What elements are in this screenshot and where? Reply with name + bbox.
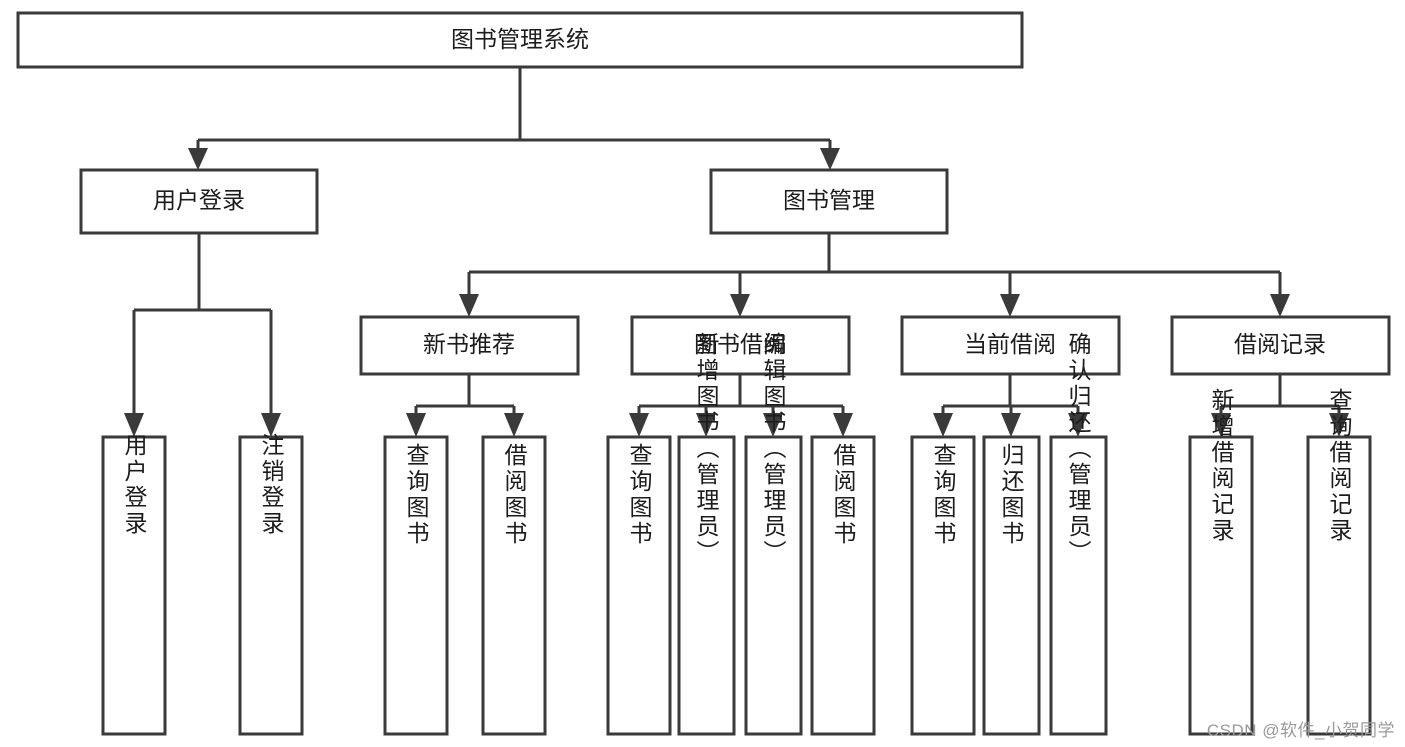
arrowhead-borrow-query-book [629, 413, 649, 437]
leaf-confirm-return-admin[interactable]: 确认归还（管理员） [1049, 332, 1108, 736]
node-book-borrow-box[interactable] [630, 315, 851, 376]
leaf-add-book-admin[interactable]: 新增图书（管理员） [677, 332, 736, 736]
node-book-management-box[interactable] [709, 168, 949, 235]
node-borrow-record[interactable]: 借阅记录 [1170, 315, 1391, 376]
node-new-book-recommend-label: 新书推荐 [423, 331, 515, 357]
node-root-label: 图书管理系统 [451, 26, 589, 52]
leaf-rec-borrow-book-label: 借阅图书 [501, 443, 528, 547]
node-user-login-box[interactable] [79, 168, 319, 235]
node-borrow-record-box[interactable] [1170, 315, 1391, 376]
node-root-system[interactable]: 图书管理系统 [16, 11, 1024, 69]
node-user-login-label: 用户登录 [153, 187, 245, 213]
arrowhead-book-manage [820, 148, 840, 170]
leaf-borrow-book-label: 借阅图书 [830, 443, 857, 547]
node-new-book-recommend[interactable]: 新书推荐 [359, 315, 580, 376]
leaf-borrow-book-box[interactable] [810, 435, 876, 736]
arrowhead-rec-query-book [406, 413, 426, 437]
arrowhead-current-confirm-return [1068, 413, 1088, 437]
leaf-borrow-query-book[interactable]: 查询图书 [606, 435, 672, 736]
leaf-add-book-admin-box[interactable] [677, 435, 736, 736]
arrowhead-book-borrow [730, 294, 750, 317]
connector-layer [124, 67, 1349, 437]
node-current-borrow-label: 当前借阅 [964, 331, 1056, 357]
leaf-rec-borrow-book-box[interactable] [481, 435, 547, 736]
leaf-user-login[interactable]: 用户登录 [101, 433, 167, 736]
leaf-add-borrow-record-label: 新增借阅记录 [1208, 388, 1235, 544]
leaf-rec-query-book[interactable]: 查询图书 [383, 435, 449, 736]
leaf-current-query-book[interactable]: 查询图书 [910, 435, 976, 736]
leaf-edit-book-admin-label: 编辑图书（管理员） [760, 332, 787, 566]
leaf-edit-book-admin-box[interactable] [744, 435, 803, 736]
node-current-borrow[interactable]: 当前借阅 [900, 315, 1121, 376]
leaf-return-book-label: 归还图书 [998, 443, 1025, 547]
leaf-current-query-book-box[interactable] [910, 435, 976, 736]
arrowhead-record-add [1211, 413, 1231, 437]
arrowhead-borrow-borrow-book [833, 413, 853, 437]
arrowhead-new-book-rec [459, 294, 479, 317]
arrowhead-current-query-book [933, 413, 953, 437]
arrowhead-rec-borrow-book [504, 413, 524, 437]
node-book-management-label: 图书管理 [783, 187, 875, 213]
arrowhead-record-query [1329, 413, 1349, 437]
leaf-borrow-query-book-box[interactable] [606, 435, 672, 736]
arrowhead-leaf-logout [261, 413, 281, 437]
node-new-book-recommend-box[interactable] [359, 315, 580, 376]
arrowhead-borrow-record [1270, 294, 1290, 317]
arrowhead-current-return-book [1001, 413, 1021, 437]
leaf-current-query-book-label: 查询图书 [930, 443, 957, 547]
leaf-rec-borrow-book[interactable]: 借阅图书 [481, 435, 547, 736]
arrowhead-user-login [188, 148, 208, 170]
leaf-rec-query-book-label: 查询图书 [403, 443, 430, 547]
node-current-borrow-box[interactable] [900, 315, 1121, 376]
node-book-borrow-label: 图书借阅 [694, 331, 786, 357]
arrowhead-current-borrow [1000, 294, 1020, 317]
leaf-user-login-label: 用户登录 [121, 433, 148, 537]
leaf-return-book[interactable]: 归还图书 [982, 435, 1041, 736]
node-borrow-record-label: 借阅记录 [1234, 331, 1326, 357]
node-user-login[interactable]: 用户登录 [79, 168, 319, 235]
leaf-logout-box[interactable] [238, 435, 304, 736]
arrowhead-borrow-add-book [696, 413, 716, 437]
leaf-edit-book-admin[interactable]: 编辑图书（管理员） [744, 332, 803, 736]
leaf-query-borrow-record-label: 查询借阅记录 [1326, 388, 1353, 544]
arrowhead-borrow-edit-book [763, 413, 783, 437]
leaf-rec-query-book-box[interactable] [383, 435, 449, 736]
leaf-return-book-box[interactable] [982, 435, 1041, 736]
leaf-confirm-return-admin-box[interactable] [1049, 435, 1108, 736]
leaf-logout-label: 注销登录 [258, 433, 285, 537]
leaf-borrow-query-book-label: 查询图书 [626, 443, 653, 547]
leaf-add-borrow-record[interactable]: 新增借阅记录 [1188, 388, 1254, 736]
node-root-box[interactable] [16, 11, 1024, 69]
leaf-add-borrow-record-box[interactable] [1188, 435, 1254, 736]
leaf-borrow-book[interactable]: 借阅图书 [810, 435, 876, 736]
leaf-logout[interactable]: 注销登录 [238, 433, 304, 736]
leaf-query-borrow-record-box[interactable] [1306, 435, 1372, 736]
leaf-query-borrow-record[interactable]: 查询借阅记录 [1306, 388, 1372, 736]
leaf-user-login-box[interactable] [101, 435, 167, 736]
node-book-borrow[interactable]: 图书借阅 [630, 315, 851, 376]
leaf-confirm-return-admin-label: 确认归还（管理员） [1065, 332, 1092, 566]
node-book-management[interactable]: 图书管理 [709, 168, 949, 235]
arrowhead-leaf-user-login [124, 413, 144, 437]
leaf-add-book-admin-label: 新增图书（管理员） [693, 332, 720, 566]
